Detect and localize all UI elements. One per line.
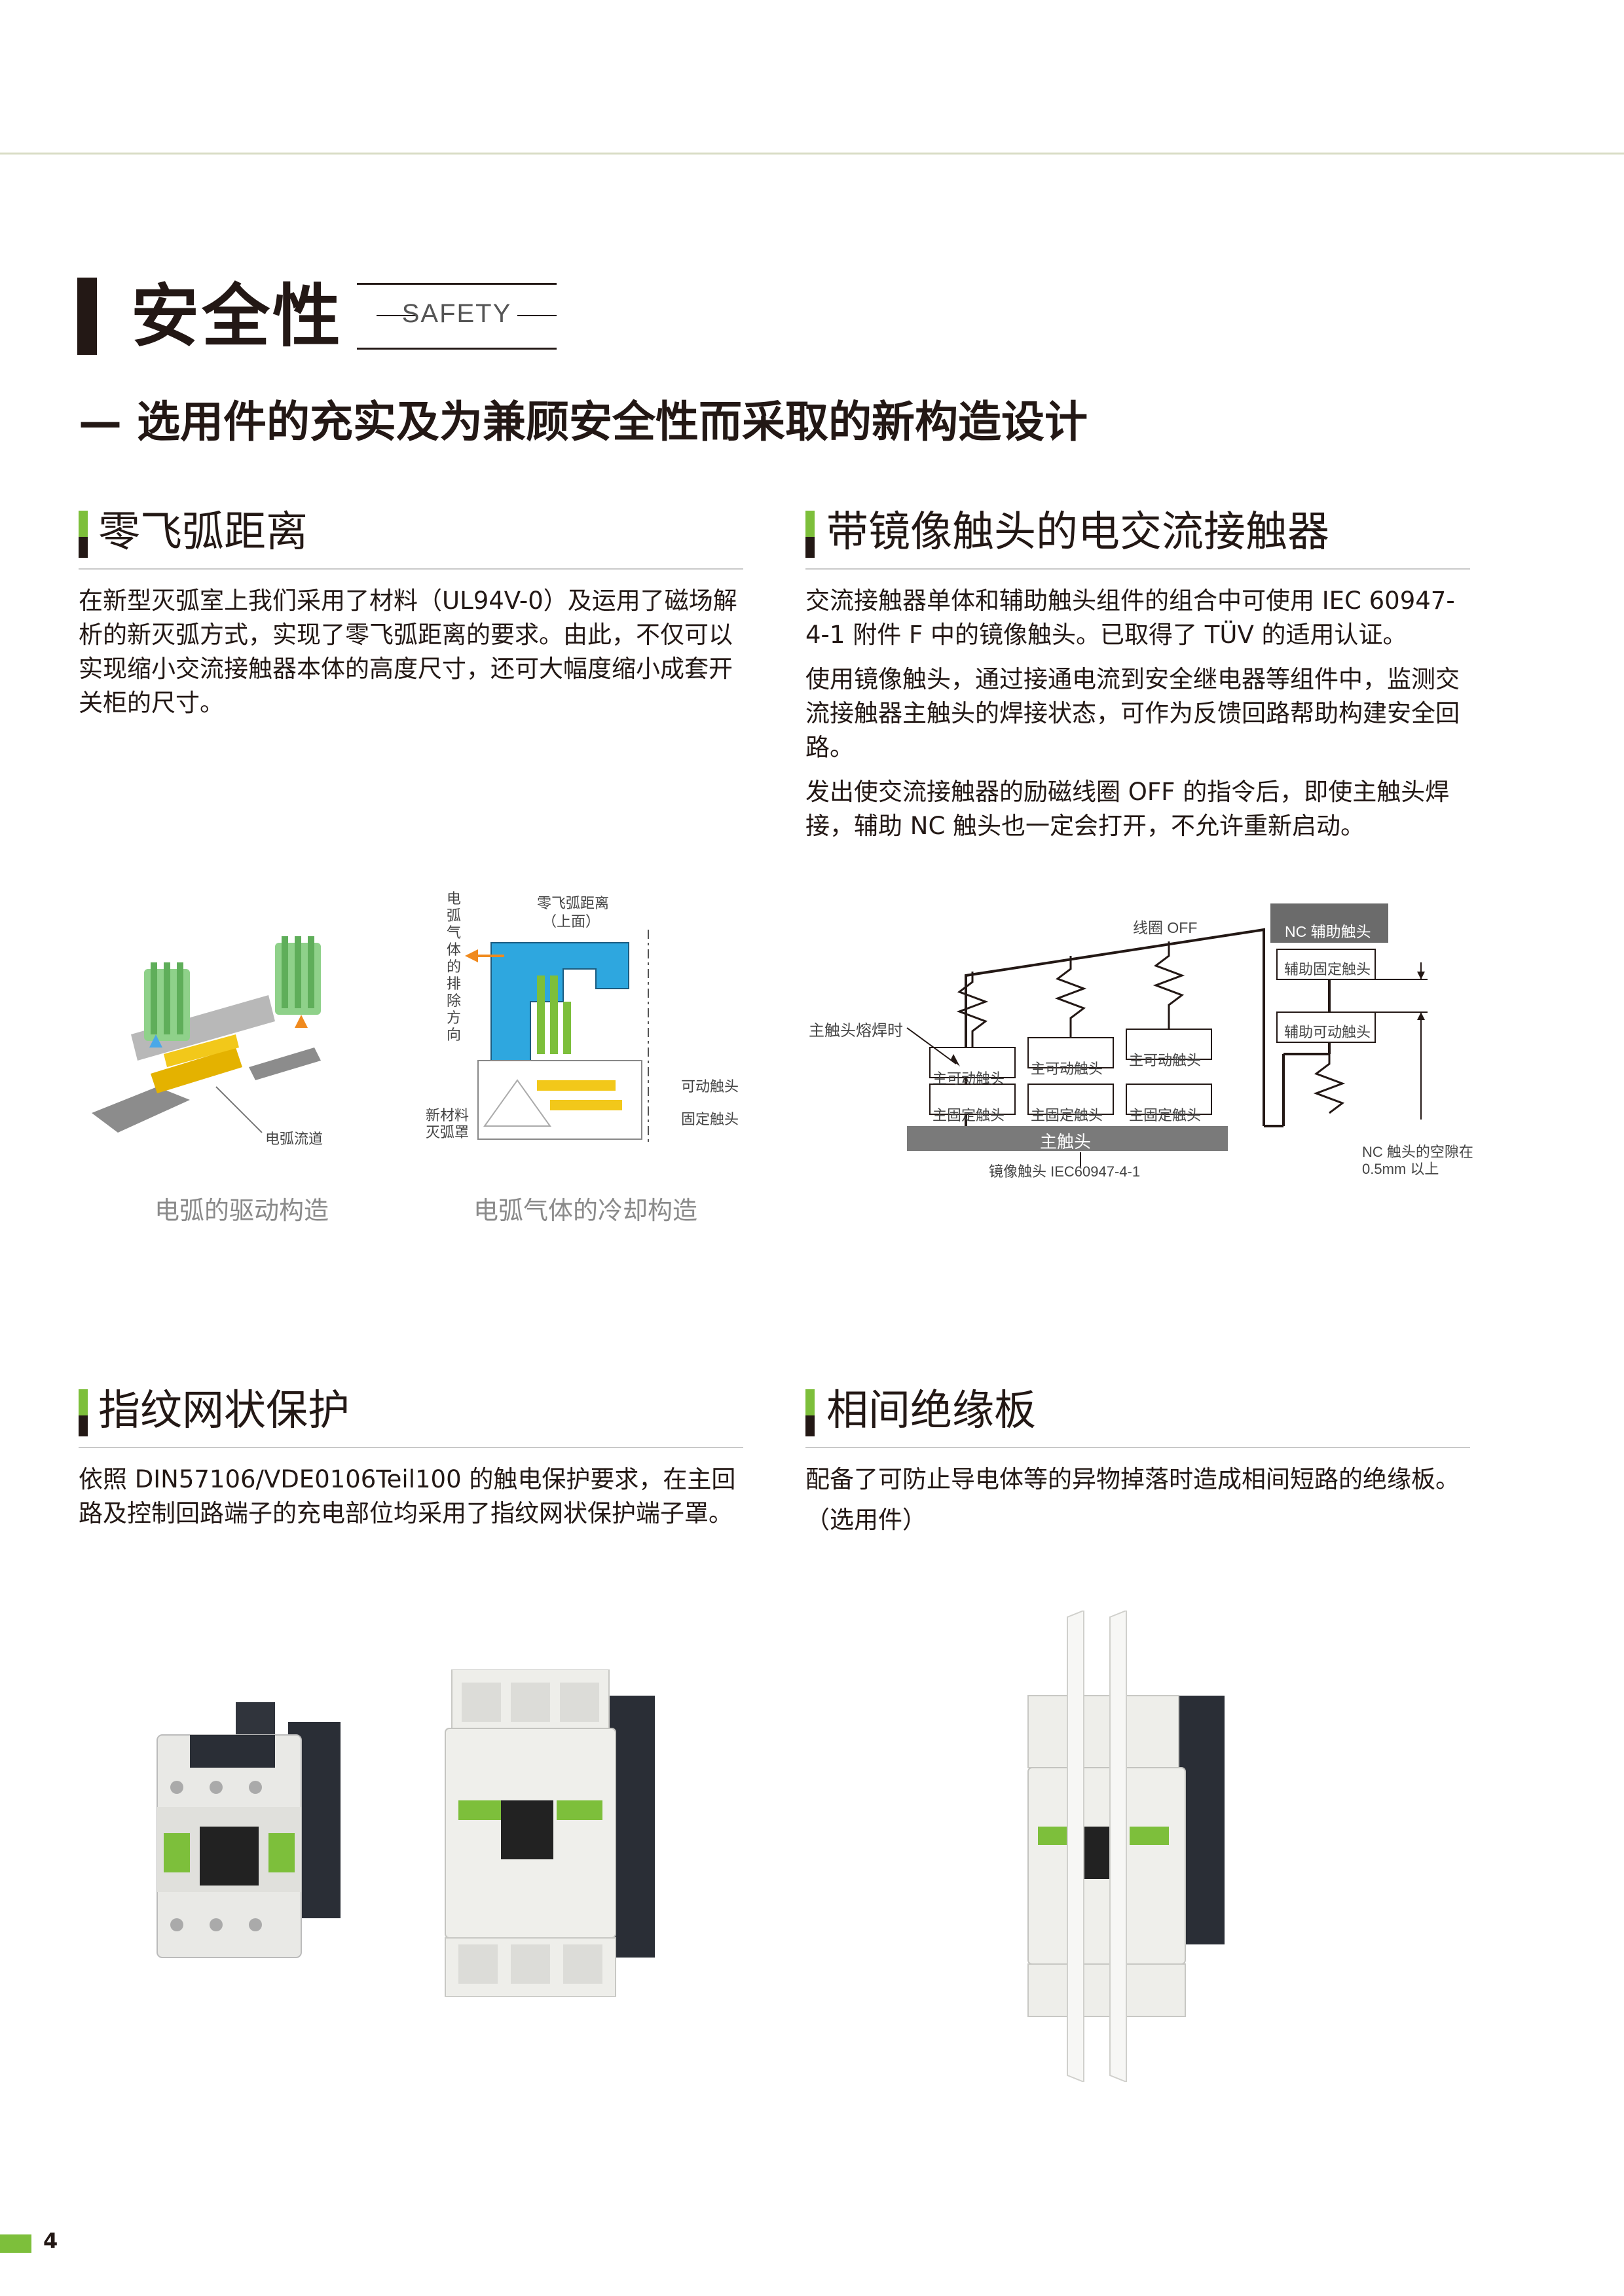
mirror-contact-diagram	[906, 903, 1428, 1167]
finger-body: 依照 DIN57106/VDE0106Teil100 的触电保护要求，在主回路及…	[79, 1463, 747, 1541]
arc-path-label: 电弧流道	[265, 1131, 323, 1147]
page-subtitle: — 选用件的充实及为兼顾安全性而采取的新构造设计	[79, 397, 1088, 447]
contactor-photo-small	[157, 1702, 341, 1958]
movable-contact-label: 可动触头	[681, 1078, 739, 1095]
section-title-insulation: 相间绝缘板	[826, 1387, 1036, 1435]
main-movable-label-2: 主可动触头	[1031, 1061, 1103, 1077]
aux-fixed-label: 辅助固定触头	[1284, 961, 1371, 977]
title-bar	[77, 278, 97, 355]
coil-off-label: 线圈 OFF	[1133, 919, 1198, 936]
section-rule	[805, 1447, 1470, 1448]
main-fixed-label-1: 主固定触头	[932, 1107, 1005, 1123]
page-number: 4	[43, 2229, 58, 2253]
main-movable-label-3: 主可动触头	[1129, 1052, 1202, 1068]
dash-left	[377, 315, 416, 316]
finger-paragraph: 依照 DIN57106/VDE0106Teil100 的触电保护要求，在主回路及…	[79, 1465, 736, 1527]
title-en-box: SAFETY	[357, 283, 557, 350]
mirror-paragraph-2: 使用镜像触头，通过接通电流到安全继电器等组件中，监测交流接触器主触头的焊接状态，…	[805, 665, 1460, 761]
insulation-body: 配备了可防止导电体等的异物掉落时造成相间短路的绝缘板。 （选用件）	[805, 1463, 1486, 1537]
top-rule	[0, 153, 1624, 155]
dash-right	[517, 315, 557, 316]
main-welded-label: 主触头熔焊时	[809, 1022, 903, 1040]
section-title-arc: 零飞弧距离	[98, 508, 308, 556]
zero-arc-top-label: （上面）	[542, 913, 600, 930]
main-contact-label: 主触头	[1040, 1132, 1092, 1152]
arc-drive-figure	[92, 936, 321, 1133]
section-title-mirror: 带镜像触头的电交流接触器	[826, 508, 1329, 556]
section-marker	[805, 511, 815, 558]
new-material-label: 新材料	[426, 1107, 470, 1123]
gas-direction-label: 电弧气体的排除方向	[446, 890, 461, 1043]
aux-movable-label: 辅助可动触头	[1284, 1024, 1371, 1040]
main-fixed-label-2: 主固定触头	[1031, 1107, 1103, 1123]
main-fixed-label-3: 主固定触头	[1129, 1107, 1202, 1123]
section-rule	[79, 568, 743, 570]
nc-aux-label: NC 辅助触头	[1285, 923, 1371, 940]
arc-cooling-caption: 电弧气体的冷却构造	[473, 1196, 698, 1225]
gap-note-2: 0.5mm 以上	[1362, 1161, 1439, 1177]
arc-paragraph: 在新型灭弧室上我们采用了材料（UL94V-0）及运用了磁场解析的新灭弧方式，实现…	[79, 587, 737, 717]
arc-cooling-figure	[465, 930, 649, 1146]
mirror-paragraph-3: 发出使交流接触器的励磁线圈 OFF 的指令后，即使主触头焊接，辅助 NC 触头也…	[805, 778, 1450, 840]
section-rule	[805, 568, 1470, 570]
mirror-contact-label: 镜像触头 IEC60947-4-1	[989, 1163, 1141, 1180]
insulation-plate-photo	[1027, 1611, 1225, 2082]
section-marker	[79, 511, 88, 558]
section-marker	[79, 1389, 88, 1436]
mirror-body: 交流接触器单体和辅助触头组件的组合中可使用 IEC 60947-4-1 附件 F…	[805, 584, 1473, 854]
zero-arc-label: 零飞弧距离	[537, 895, 610, 911]
arc-chute-label: 灭弧罩	[426, 1124, 470, 1140]
insulation-note: （选用件）	[805, 1506, 927, 1534]
section-marker	[805, 1389, 815, 1436]
page-title: 安全性	[131, 276, 344, 356]
insulation-paragraph: 配备了可防止导电体等的异物掉落时造成相间短路的绝缘板。	[805, 1465, 1460, 1493]
contactor-photo-large	[445, 1669, 655, 1997]
section-title-finger: 指纹网状保护	[98, 1387, 350, 1435]
mirror-paragraph-1: 交流接触器单体和辅助触头组件的组合中可使用 IEC 60947-4-1 附件 F…	[805, 587, 1455, 649]
arc-drive-caption: 电弧的驱动构造	[155, 1196, 329, 1225]
section-rule	[79, 1447, 743, 1448]
page-number-marker	[0, 2234, 31, 2253]
main-movable-label-1: 主可动触头	[932, 1070, 1005, 1087]
fixed-contact-label: 固定触头	[681, 1111, 739, 1127]
gap-note-1: NC 触头的空隙在	[1362, 1144, 1473, 1160]
arc-body: 在新型灭弧室上我们采用了材料（UL94V-0）及运用了磁场解析的新灭弧方式，实现…	[79, 584, 747, 731]
title-en: SAFETY	[401, 299, 512, 328]
